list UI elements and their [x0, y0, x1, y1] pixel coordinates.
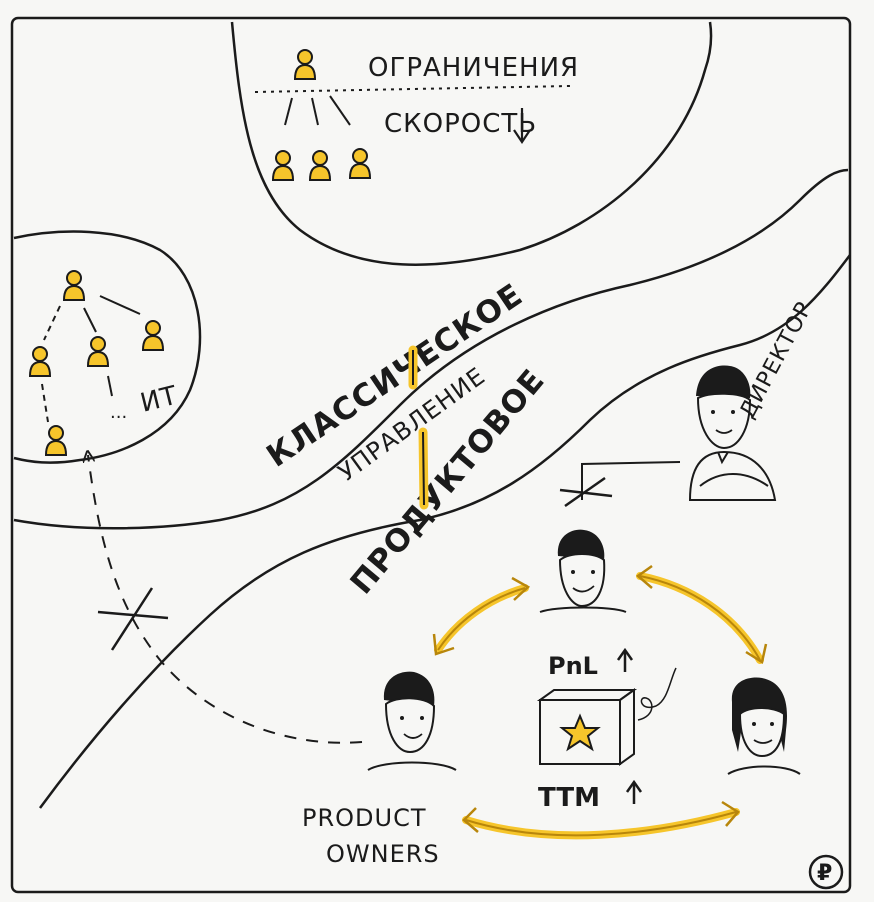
- label-ttm: TTM: [538, 783, 600, 813]
- spark-swirl-icon: [637, 667, 677, 721]
- label-product-owners-1: PRODUCT: [302, 804, 427, 832]
- person-icon: [87, 336, 109, 367]
- down-arrow-icon: [513, 108, 531, 144]
- transition-link: [408, 345, 429, 510]
- label-director: ДИРЕКТОР: [735, 298, 817, 423]
- team-member-right-avatar: [727, 677, 801, 775]
- river-upper-edge: [13, 168, 849, 530]
- logo-mark: ₽: [817, 861, 832, 886]
- director-link: [581, 461, 681, 500]
- person-icon: [294, 49, 316, 80]
- label-dots: ...: [110, 402, 127, 423]
- person-icon: [45, 425, 67, 456]
- ruble-logo-icon: [808, 854, 844, 890]
- person-icon: [309, 150, 331, 181]
- star-icon: [559, 713, 601, 752]
- product-owner-avatar: [367, 671, 457, 771]
- value-box: [536, 688, 638, 766]
- top-region-boundary: [230, 21, 713, 266]
- pnl-up-arrow-icon: [616, 647, 634, 672]
- label-speed: СКОРОСТЬ: [384, 109, 537, 139]
- arrow-top-left: [432, 576, 531, 656]
- person-icon: [272, 150, 294, 181]
- team-member-top-avatar: [539, 529, 627, 613]
- arrow-top-right: [635, 564, 768, 664]
- cross-mark-icon: [97, 587, 169, 651]
- person-icon: [29, 346, 51, 377]
- director-cross-icon: [559, 476, 613, 508]
- person-icon: [63, 270, 85, 301]
- ttm-up-arrow-icon: [625, 779, 643, 804]
- arrow-bottom: [462, 800, 740, 840]
- director-avatar: [688, 365, 777, 501]
- dotted-divider: [254, 85, 571, 93]
- it-region-boundary: [13, 230, 202, 464]
- label-pnl: PnL: [548, 652, 598, 680]
- hierarchy-top: [272, 49, 371, 181]
- frame-border: [10, 16, 852, 894]
- river-lower-edge: [38, 254, 851, 809]
- person-icon: [349, 148, 371, 179]
- hierarchy-it: [29, 270, 164, 456]
- person-icon: [142, 320, 164, 351]
- label-constraints: ОГРАНИЧЕНИЯ: [368, 53, 579, 83]
- label-product-owners-2: OWNERS: [326, 840, 440, 868]
- dashed-link-to-it: [88, 455, 363, 744]
